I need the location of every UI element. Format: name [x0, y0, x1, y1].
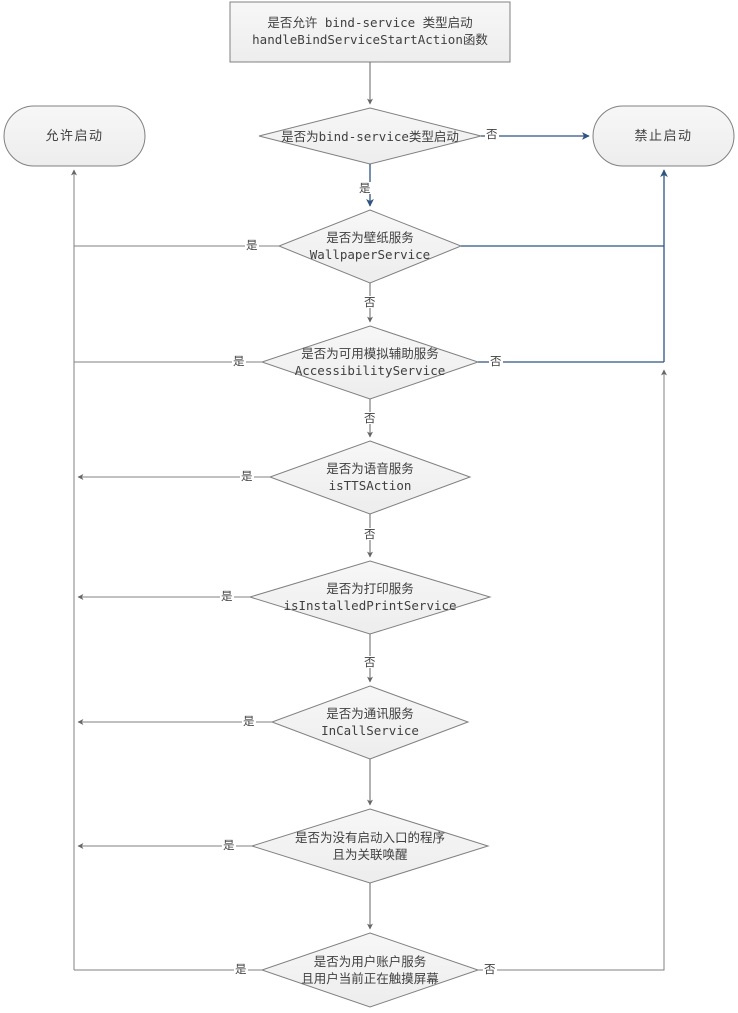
node-d5-shape [248, 560, 492, 635]
node-d7-shape [250, 808, 490, 884]
node-allow-shape [3, 105, 146, 167]
node-d2-shape [277, 209, 463, 284]
node-start-shape [229, 1, 511, 63]
node-d3-shape [260, 325, 480, 400]
node-deny-shape [592, 105, 735, 167]
node-d8-shape [260, 932, 480, 1008]
node-d4-shape [268, 440, 472, 515]
node-d1-shape [258, 107, 482, 165]
node-d6-shape [270, 685, 470, 760]
edge-d8-no-to-deny [478, 369, 667, 971]
